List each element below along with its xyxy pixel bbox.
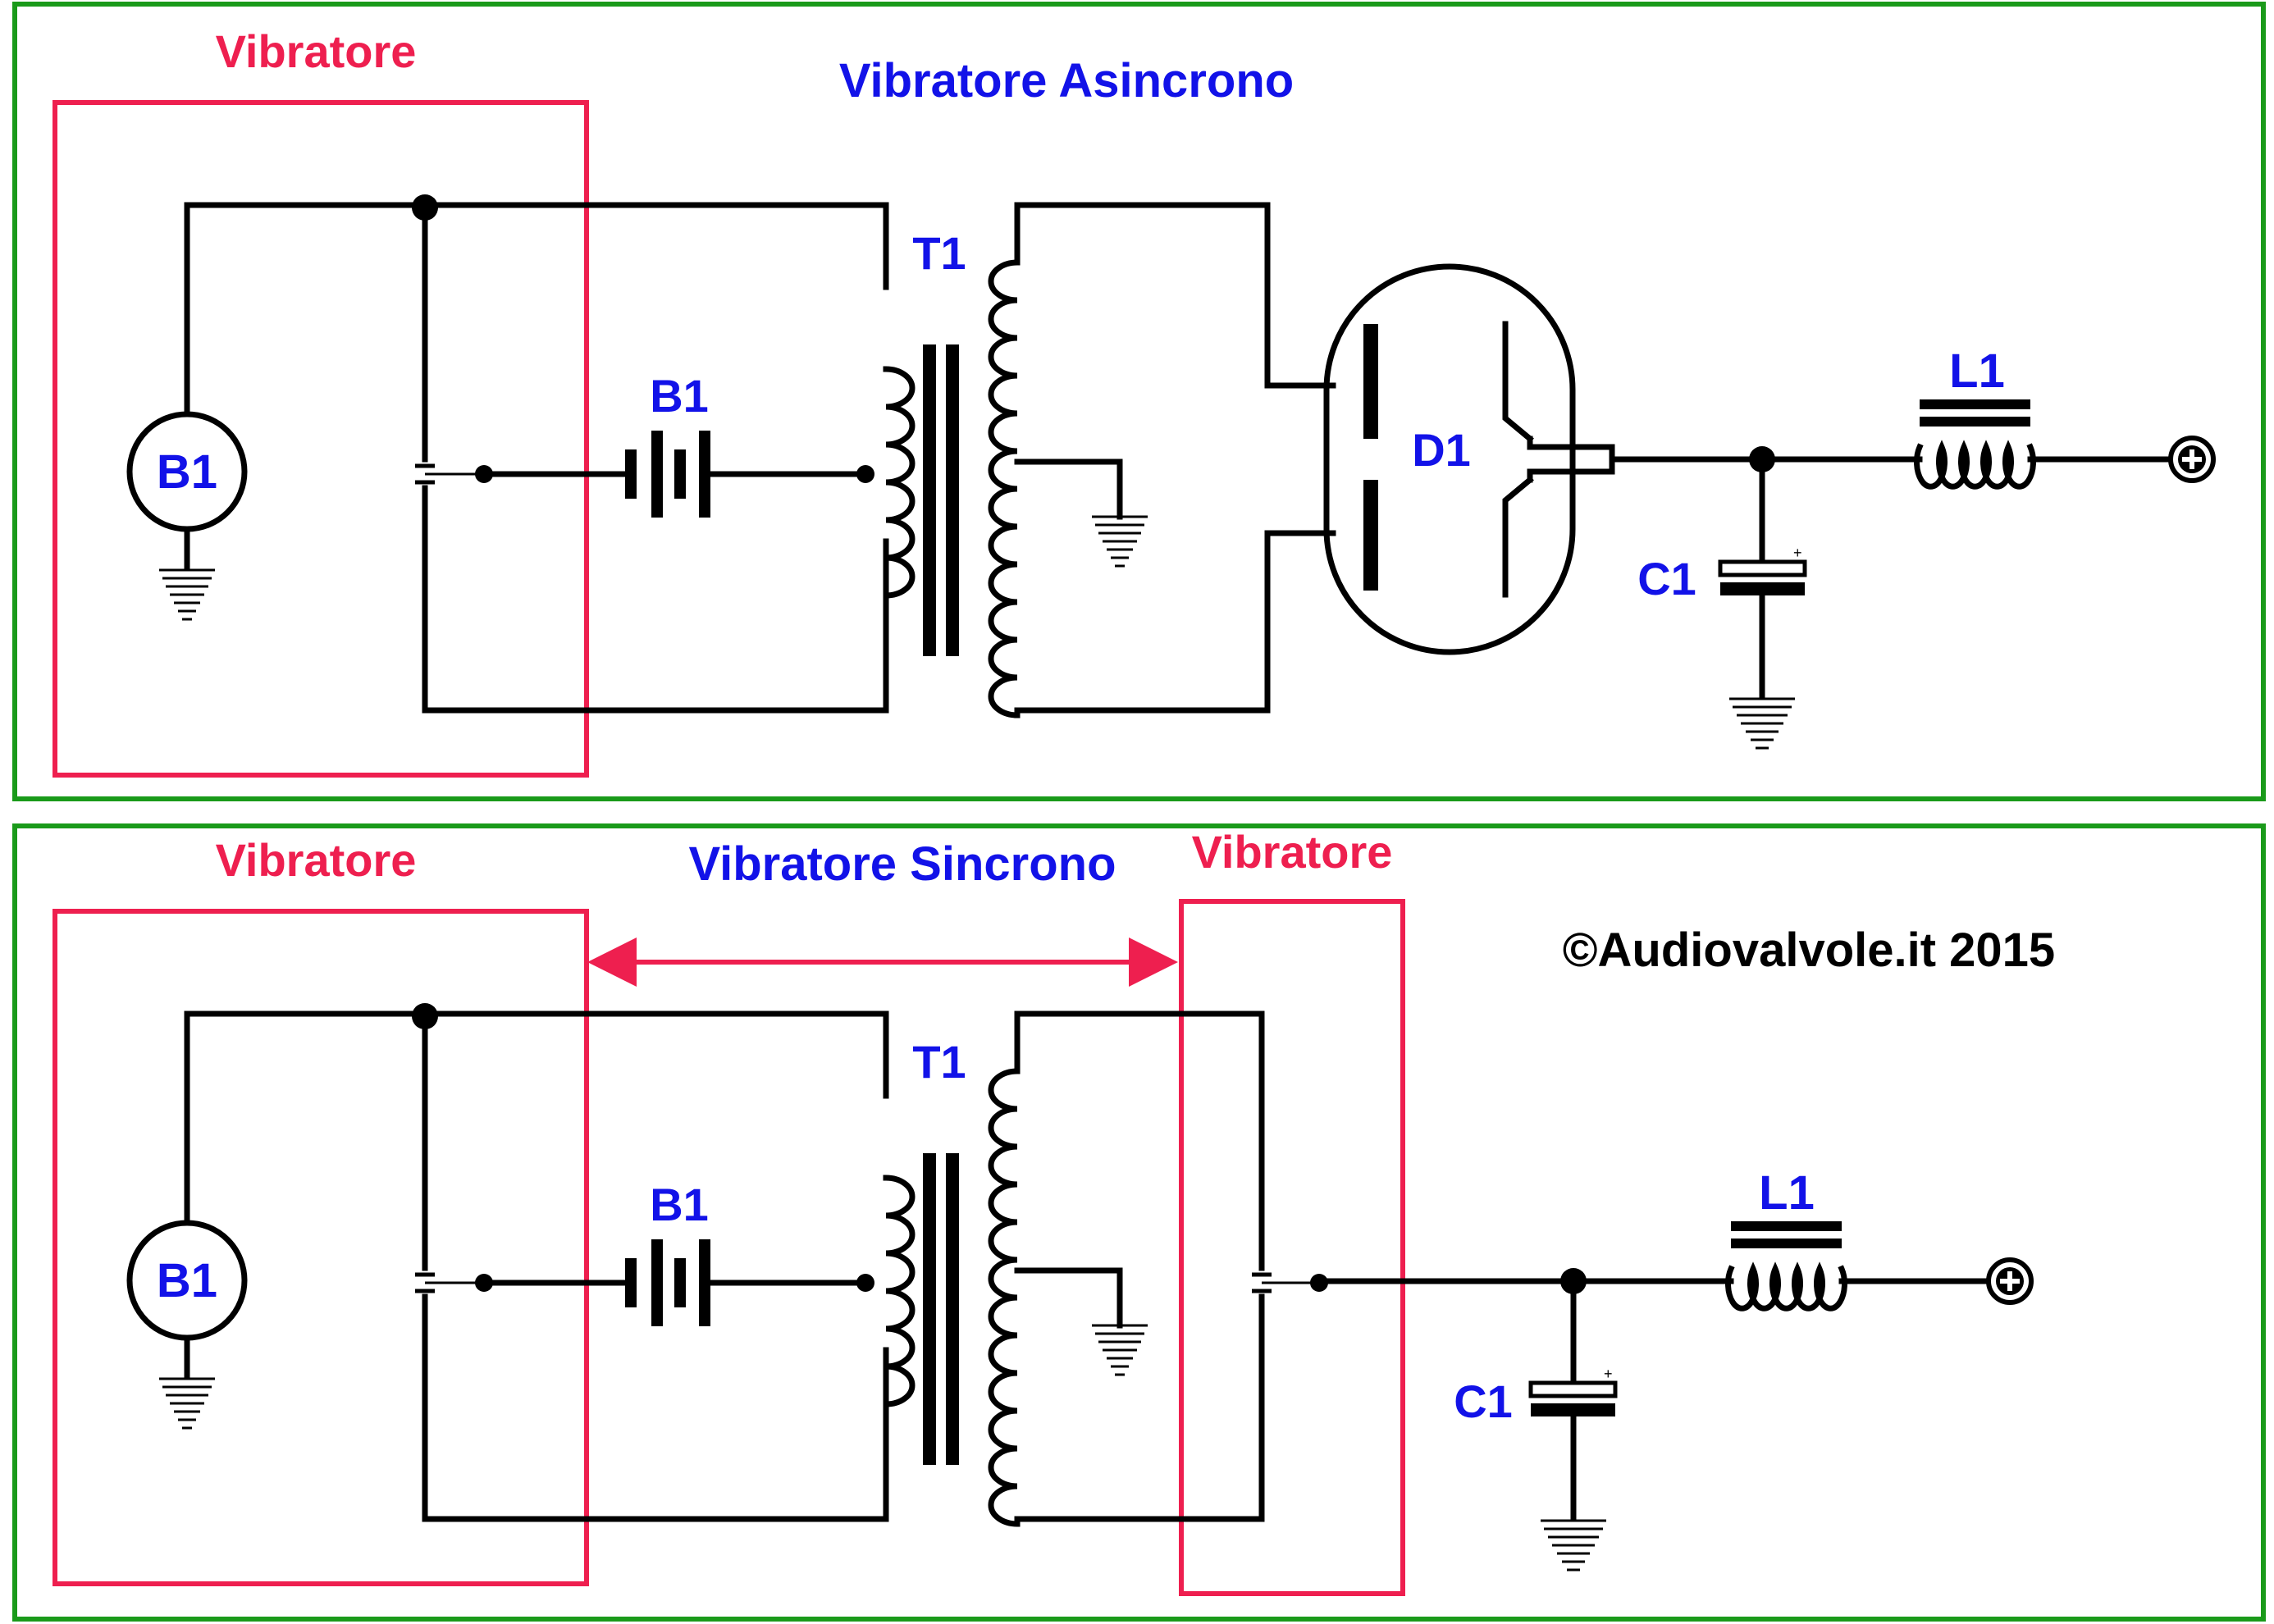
top-diode-label: D1: [1412, 424, 1471, 476]
bottom-transformer: T1: [856, 1010, 1265, 1527]
top-rectifier-tube: D1: [1323, 263, 1615, 655]
bottom-vibrator-left-label: Vibratore: [216, 834, 417, 886]
bottom-inductor-label: L1: [1759, 1166, 1815, 1220]
top-transformer-label: T1: [912, 227, 966, 279]
svg-text:+: +: [1604, 1366, 1613, 1382]
bottom-transformer-label: T1: [912, 1036, 966, 1088]
bottom-vibrator-right-label: Vibratore: [1192, 826, 1393, 878]
copyright-text: ©Audiovalvole.it 2015: [1563, 924, 2055, 977]
bottom-battery-label: B1: [650, 1179, 709, 1230]
top-filter: + C1 L1: [1609, 344, 2216, 750]
bottom-source-label: B1: [157, 1254, 217, 1307]
bottom-panel: Vibratore Vibratore Vibratore Sincrono ©…: [12, 823, 2266, 1622]
bottom-panel-frame: [12, 823, 2266, 1622]
top-transformer: T1: [856, 202, 1336, 718]
top-panel-frame: [12, 2, 2266, 801]
bottom-battery: B1: [481, 1179, 869, 1326]
top-vibrator-box: [53, 100, 589, 778]
top-panel: Vibratore Vibratore Asincrono B1: [12, 2, 2266, 801]
top-capacitor-label: C1: [1637, 553, 1696, 604]
bottom-filter: + C1 L1: [1316, 1166, 2034, 1572]
top-battery: B1: [481, 370, 869, 518]
top-transformer-ground-icon: [1092, 515, 1148, 568]
top-source: B1: [126, 202, 889, 621]
top-inductor-label: L1: [1949, 344, 2005, 398]
bottom-left-vibrator-box: [53, 909, 589, 1586]
bottom-capacitor-label: C1: [1454, 1375, 1513, 1427]
top-source-label: B1: [157, 445, 217, 499]
top-title: Vibratore Asincrono: [839, 54, 1294, 107]
bottom-source: B1: [126, 1010, 889, 1430]
top-capacitor-ground-icon: [1729, 697, 1795, 750]
bottom-capacitor-ground-icon: [1541, 1519, 1606, 1572]
top-vibrator-label: Vibratore: [216, 25, 417, 77]
top-source-ground-icon: [159, 568, 215, 621]
top-battery-label: B1: [650, 370, 709, 422]
svg-text:+: +: [1793, 545, 1802, 561]
bottom-title: Vibratore Sincrono: [688, 837, 1116, 891]
bottom-source-ground-icon: [159, 1377, 215, 1430]
bottom-right-vibrator-box: [1179, 899, 1405, 1596]
bottom-transformer-ground-icon: [1092, 1324, 1148, 1376]
